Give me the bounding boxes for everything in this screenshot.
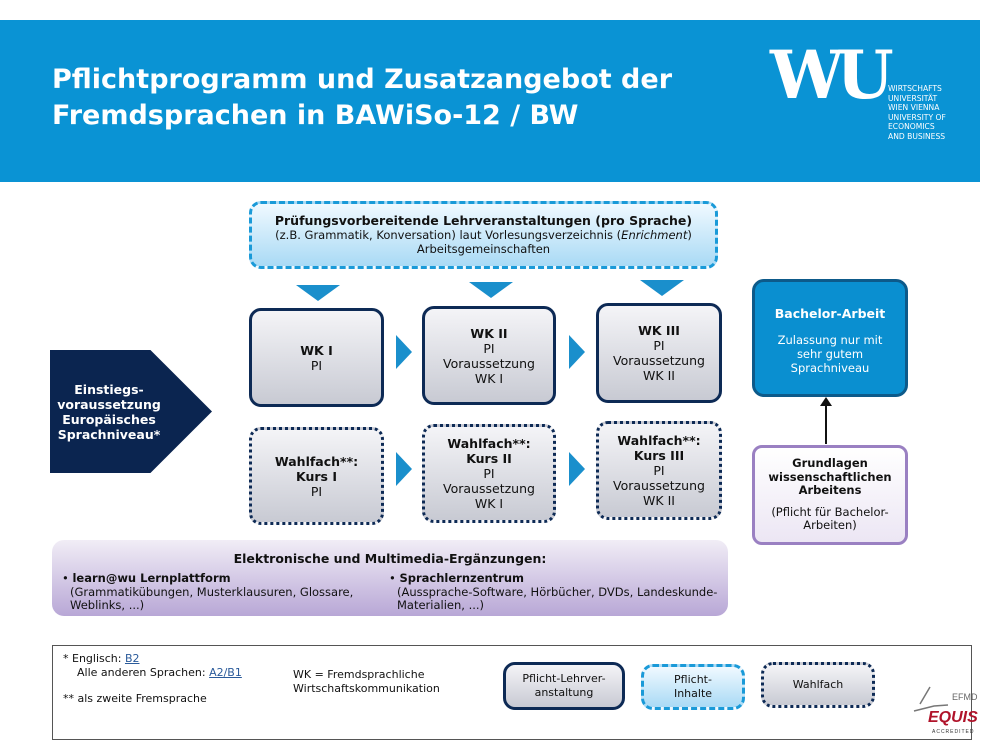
- legend-box: * Englisch: B2 Alle anderen Sprachen: A2…: [52, 645, 972, 740]
- bachelor-text: Zulassung nur mit sehr gutem Sprachnivea…: [777, 333, 883, 375]
- grundlagen-text: (Pflicht für Bachelor-Arbeiten): [771, 504, 889, 533]
- arrow-up-icon: [820, 397, 832, 406]
- language-levels: * Englisch: B2 Alle anderen Sprachen: A2…: [63, 652, 242, 679]
- wahl-title: Wahlfach**:: [447, 436, 531, 451]
- arrow-down-icon: [640, 280, 684, 296]
- wk-title: WK III: [638, 323, 680, 338]
- header-banner: [0, 20, 980, 182]
- wahl-title: Kurs I: [296, 468, 337, 484]
- wk-title: WK I: [300, 342, 333, 358]
- wk-line: Voraussetzung: [613, 353, 705, 368]
- wk-line: PI: [310, 357, 323, 373]
- wahl-line: PI: [653, 463, 665, 478]
- learnwu-item: • learn@wu Lernplattform(Grammatikübunge…: [62, 571, 354, 612]
- link-b2[interactable]: B2: [124, 652, 140, 665]
- top-box-line2: Arbeitsgemeinschaften: [416, 242, 551, 256]
- arrow-down-icon: [296, 285, 340, 301]
- wahl-title: Kurs III: [633, 448, 685, 463]
- page-title: Pflichtprogramm und Zusatzangebot der Fr…: [52, 64, 673, 131]
- top-box-preparatory-courses: Prüfungsvorbereitende Lehrveranstaltunge…: [249, 201, 718, 269]
- connector-line: [825, 402, 827, 444]
- arrow-right-icon: [569, 335, 585, 369]
- top-box-line1: (z.B. Grammatik, Konversation) laut Vorl…: [275, 228, 692, 242]
- sprachlernzentrum-item: • Sprachlernzentrum(Aussprache-Software,…: [389, 571, 718, 612]
- top-box-title: Prüfungsvorbereitende Lehrveranstaltunge…: [274, 213, 693, 228]
- arrow-right-icon: [569, 452, 585, 486]
- wahl-title: Wahlfach**:: [274, 453, 359, 469]
- wk-line: WK I: [474, 370, 504, 386]
- wk-line: PI: [653, 338, 665, 353]
- grundlagen-title: Grundlagen wissenschaftlichen Arbeitens: [768, 456, 892, 498]
- arrow-down-icon: [469, 282, 513, 298]
- wahl-line: PI: [310, 483, 323, 499]
- wahl-line: Voraussetzung: [443, 481, 535, 496]
- bachelor-thesis-box: Bachelor-Arbeit Zulassung nur mit sehr g…: [752, 279, 908, 397]
- grundlagen-box: Grundlagen wissenschaftlichen Arbeitens …: [752, 445, 908, 545]
- logo-text: WIRTSCHAFTS UNIVERSITÄT WIEN VIENNA UNIV…: [888, 84, 946, 141]
- svg-text:EQUIS: EQUIS: [928, 709, 978, 726]
- wahl-line: WK II: [643, 493, 675, 508]
- legend-pflicht-inhalte: Pflicht- Inhalte: [641, 664, 745, 710]
- arrow-right-icon: [396, 335, 412, 369]
- equis-accreditation-logo: EFMD EQUIS ACCREDITED: [910, 684, 982, 740]
- logo-mark: WU: [770, 36, 894, 114]
- wahl-line: PI: [483, 466, 495, 481]
- wahl-line: WK I: [474, 496, 504, 511]
- legend-wahlfach: Wahlfach: [761, 662, 875, 708]
- wk-title: WK II: [470, 325, 508, 341]
- wk-line: WK II: [643, 368, 675, 383]
- entry-requirement: Einstiegs- voraussetzung Europäisches Sp…: [50, 350, 212, 473]
- wu-logo: WU WIRTSCHAFTS UNIVERSITÄT WIEN VIENNA U…: [768, 36, 958, 144]
- electronic-title: Elektronische und Multimedia-Ergänzungen…: [233, 551, 547, 566]
- wahl-line: Voraussetzung: [613, 478, 705, 493]
- electronic-supplements-box: Elektronische und Multimedia-Ergänzungen…: [52, 540, 728, 616]
- bachelor-title: Bachelor-Arbeit: [774, 306, 886, 321]
- legend-pflicht-lv: Pflicht-Lehrver- anstaltung: [503, 662, 625, 710]
- wk-definition: WK = Fremdsprachliche Wirtschaftskommuni…: [293, 668, 440, 695]
- second-language-note: ** als zweite Fremsprache: [63, 692, 207, 705]
- svg-text:ACCREDITED: ACCREDITED: [932, 729, 975, 735]
- link-a2-b1[interactable]: A2/B1: [209, 666, 242, 679]
- wahl-title: Kurs II: [466, 451, 512, 466]
- arrow-right-icon: [396, 452, 412, 486]
- svg-text:EFMD: EFMD: [952, 692, 978, 702]
- wahl-title: Wahlfach**:: [617, 433, 701, 448]
- wk-line: PI: [483, 340, 495, 356]
- wk-line: Voraussetzung: [443, 355, 535, 371]
